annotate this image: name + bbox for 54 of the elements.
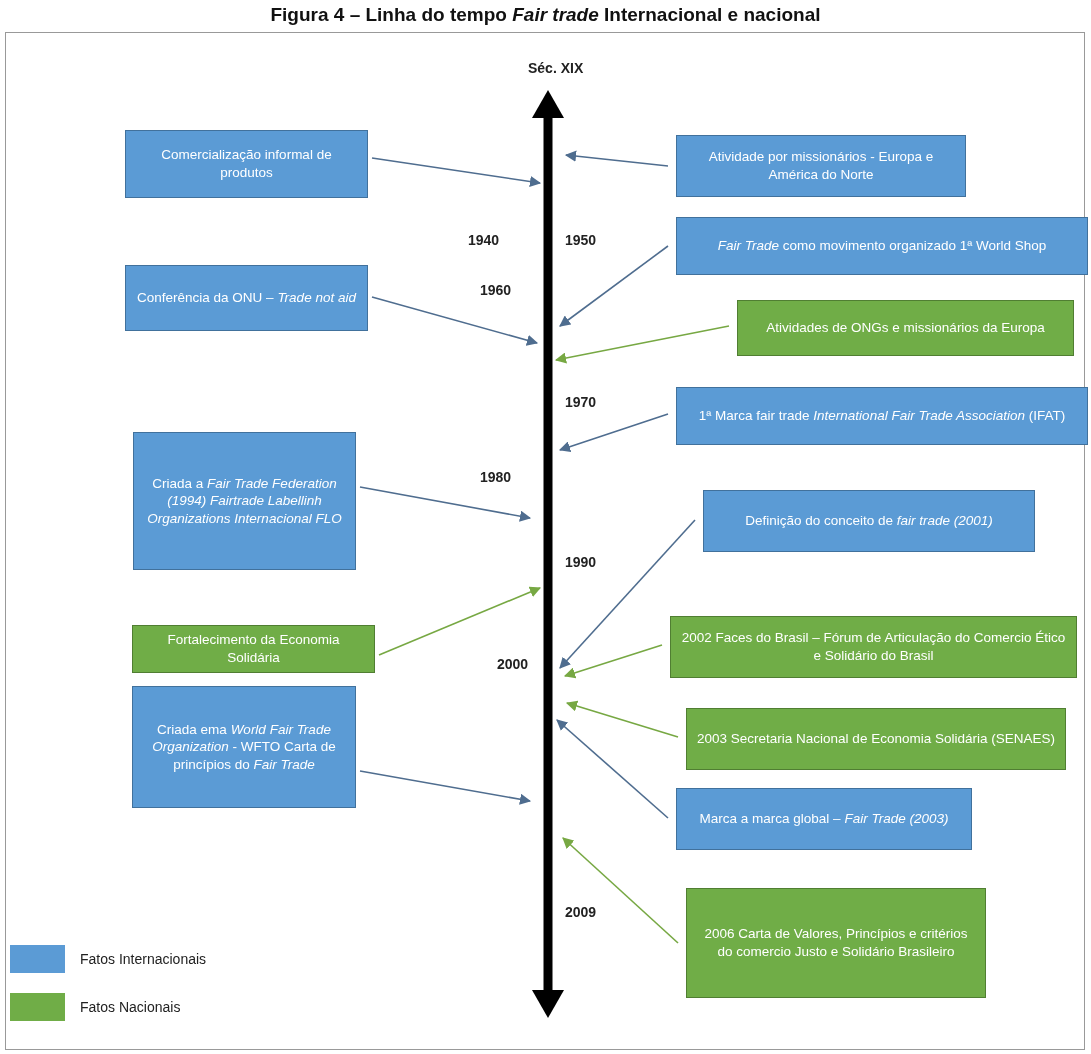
arrow	[556, 719, 669, 819]
event-text: Fair Trade como movimento organizado 1ª World Shop	[717, 237, 1047, 255]
arrow	[559, 245, 669, 327]
international-event-box	[676, 217, 1088, 275]
event-text: 2006 Carta de Valores, Princípios e critérios do comercio Justo e Solidário Brasileiro	[703, 925, 969, 961]
year-label: 1980	[480, 469, 512, 485]
year-label: 2009	[565, 904, 597, 920]
event-text: 1ª Marca fair trade International Fair Trade Association (IFAT)	[698, 407, 1066, 425]
arrow	[559, 519, 696, 669]
event-text: Fortalecimento da Economia Solidária	[166, 631, 341, 667]
event-text: Conferência da ONU – Trade not aid	[137, 289, 356, 307]
national-event-box	[132, 625, 375, 673]
international-event-box	[132, 686, 356, 808]
arrow	[371, 296, 539, 346]
legend-label: Fatos Nacionais	[80, 999, 181, 1015]
international-event-box	[676, 135, 966, 197]
arrow	[371, 157, 542, 188]
arrow	[564, 150, 669, 167]
arrow	[554, 325, 730, 364]
international-event-box	[125, 130, 368, 198]
event-text: Marca a marca global – Fair Trade (2003)	[699, 810, 949, 828]
event-text: Criada a Fair Trade Federation (1994) Fairtrade Labellinh Organizations Internacional FLO	[146, 474, 343, 528]
year-label: 1960	[480, 282, 512, 298]
arrow	[359, 770, 532, 805]
event-text: Comercialização informal de produtos	[160, 146, 333, 182]
arrow	[562, 837, 679, 944]
event-text: Criada ema World Fair Trade Organization - WFTO Carta de princípios do Fair Trade	[151, 720, 337, 774]
national-event-box	[686, 888, 986, 998]
year-label: 1940	[468, 232, 500, 248]
arrow	[565, 700, 679, 738]
national-event-box	[737, 300, 1074, 356]
event-text: Atividade por missionários - Europa e América do Norte	[707, 148, 935, 184]
national-event-box	[670, 616, 1077, 678]
year-label: 2000	[497, 656, 529, 672]
century-label: Séc. XIX	[528, 60, 584, 76]
event-text: Atividades de ONGs e missionários da Europa	[766, 319, 1045, 337]
event-text: 2002 Faces do Brasil – Fórum de Articulação do Comercio Ético e Solidário do Brasil	[681, 629, 1066, 665]
international-event-box	[703, 490, 1035, 552]
year-label: 1950	[565, 232, 597, 248]
legend-label: Fatos Internacionais	[80, 951, 207, 967]
arrow	[378, 586, 542, 656]
international-event-box	[676, 387, 1088, 445]
arrow	[563, 644, 663, 679]
event-text: 2003 Secretaria Nacional de Economia Solidária (SENAES)	[697, 730, 1055, 748]
international-event-box	[676, 788, 972, 850]
year-label: 1970	[565, 394, 597, 410]
international-event-box	[133, 432, 356, 570]
arrow	[359, 486, 532, 522]
figure-title: Figura 4 – Linha do tempo Fair trade Internacional e nacional	[269, 4, 822, 26]
year-label: 1990	[565, 554, 597, 570]
international-event-box	[125, 265, 368, 331]
arrow	[558, 413, 669, 453]
national-event-box	[686, 708, 1066, 770]
event-text: Definição do conceito de fair trade (2001)	[745, 512, 993, 530]
